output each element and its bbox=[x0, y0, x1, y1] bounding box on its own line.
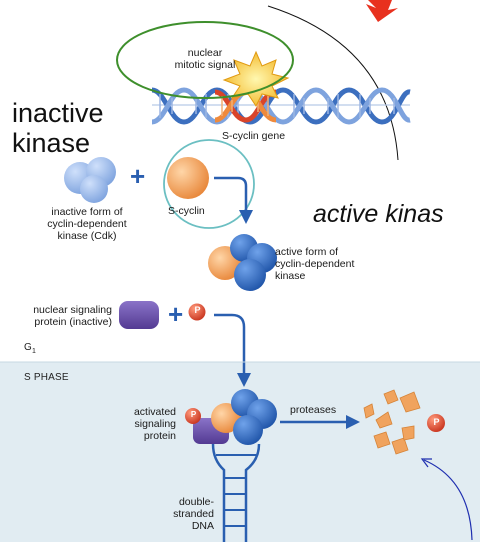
callout-arrow-icon bbox=[366, 0, 398, 22]
active-cdk-line3: kinase bbox=[275, 270, 306, 282]
proteases-label: proteases bbox=[290, 404, 337, 416]
g1-subscript: 1 bbox=[31, 348, 37, 355]
proteases-arrow bbox=[280, 415, 360, 429]
cyclin-highlight-circle bbox=[163, 139, 255, 229]
inactive-cdk-line1: inactive form of bbox=[51, 206, 123, 218]
inactive-kinase-line1: inactive bbox=[12, 98, 104, 128]
s-cyclin-gene-label: S-cyclin gene bbox=[222, 130, 286, 142]
active-kinase-annotation: active kinas bbox=[313, 200, 444, 228]
binding-arrow-1 bbox=[214, 176, 253, 224]
activated-complex-icon bbox=[185, 389, 277, 445]
activated-protein-label: activated signaling protein bbox=[100, 406, 176, 442]
active-cdk-line1: active form of bbox=[275, 246, 339, 258]
nuclear-mitotic-signal-label: nuclear mitotic signal bbox=[146, 47, 264, 71]
activated-line1: activated bbox=[133, 406, 176, 418]
s-phase-label: S PHASE bbox=[24, 372, 69, 383]
s-phase-region bbox=[0, 362, 480, 542]
activated-phosphate-letter: P bbox=[190, 410, 197, 419]
active-cdk-line2: cyclin-dependent bbox=[275, 258, 355, 270]
annotation-arrow bbox=[420, 458, 473, 541]
active-cdk-label: active form of cyclin-dependent kinase bbox=[275, 246, 354, 282]
active-cdk-complex-icon bbox=[208, 234, 277, 291]
annotation-arc bbox=[267, 5, 399, 161]
dna-line2: stranded bbox=[173, 508, 214, 520]
s-cyclin-label: S-cyclin bbox=[168, 205, 205, 217]
s-cyclin-icon bbox=[167, 157, 209, 199]
binding-arrow-2 bbox=[214, 313, 251, 387]
signal-label-line2: mitotic signal bbox=[174, 59, 236, 71]
s-cyclin-gene-dna-icon bbox=[151, 87, 411, 125]
nuclear-signaling-protein-icon bbox=[119, 301, 159, 329]
released-phosphate-icon bbox=[427, 414, 445, 432]
cyclin-fragments-icon bbox=[363, 389, 421, 455]
plus-sign-1: + bbox=[130, 161, 146, 191]
inactive-kinase-annotation: inactive kinase bbox=[12, 98, 104, 158]
nuclear-signaling-label: nuclear signaling protein (inactive) bbox=[4, 304, 112, 328]
signal-burst-icon bbox=[222, 50, 290, 107]
dna-label: double- stranded DNA bbox=[140, 496, 214, 532]
phosphate-letter: P bbox=[194, 305, 201, 315]
nuclear-signaling-line2: protein (inactive) bbox=[34, 316, 112, 328]
phosphate-icon bbox=[188, 303, 206, 321]
plus-sign-2: + bbox=[168, 299, 184, 329]
double-stranded-dna-icon bbox=[211, 443, 261, 542]
signal-highlight-ellipse bbox=[116, 21, 294, 99]
inactive-cdk-label: inactive form of cyclin-dependent kinase… bbox=[32, 206, 142, 242]
activated-line2: signaling bbox=[134, 418, 176, 430]
inactive-cdk-icon bbox=[64, 157, 116, 203]
signal-label-line1: nuclear bbox=[187, 47, 223, 59]
dna-line3: DNA bbox=[191, 520, 214, 532]
inactive-cdk-line2: cyclin-dependent bbox=[47, 218, 127, 230]
activated-line3: protein bbox=[143, 430, 176, 442]
inactive-kinase-line2: kinase bbox=[12, 128, 91, 158]
g1-phase-label: G1 bbox=[24, 342, 36, 355]
nuclear-signaling-line1: nuclear signaling bbox=[33, 304, 112, 316]
released-phosphate-letter: P bbox=[433, 417, 440, 427]
dna-line1: double- bbox=[178, 496, 214, 508]
g1-letter: G bbox=[24, 342, 32, 353]
inactive-cdk-line3: kinase (Cdk) bbox=[57, 230, 117, 242]
